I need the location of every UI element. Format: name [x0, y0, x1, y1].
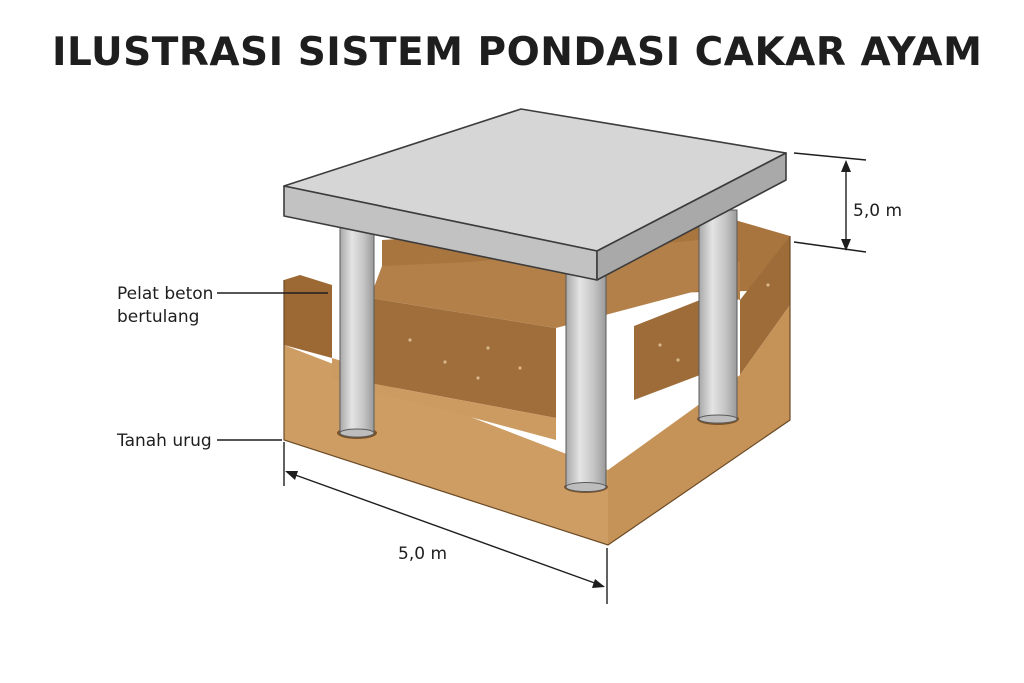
pile-base-front [565, 482, 607, 492]
soil-front-block-right [634, 300, 700, 400]
width-arrow-left [285, 471, 298, 480]
soil-label: Tanah urug [116, 431, 212, 451]
slab-label-line-1: Pelat beton [117, 284, 213, 304]
soil-block [283, 218, 791, 546]
width-dimension [283, 442, 608, 604]
pile-left [339, 227, 375, 434]
pile-front [565, 271, 607, 488]
pile-base-left [339, 428, 375, 438]
page-title: ILUSTRASI SISTEM PONDASI CAKAR AYAM [52, 30, 983, 75]
width-arrow-right [592, 579, 605, 588]
height-dimension [793, 152, 867, 253]
height-extension-top [793, 152, 867, 161]
height-arrow-up [841, 160, 851, 172]
soil-front-step-left [284, 275, 332, 358]
slab-label-line-2: bertulang [117, 307, 199, 327]
soil-lower-front-fill [332, 358, 556, 440]
slab-right-face [596, 152, 787, 281]
soil-middle-block-top [370, 240, 740, 328]
piles [337, 209, 739, 493]
height-dimension-label: 5,0 m [853, 201, 902, 221]
soil-front-block-middle [370, 298, 556, 418]
pile-base-right [698, 414, 738, 424]
height-extension-bottom [793, 241, 867, 253]
width-dimension-line [286, 471, 604, 587]
soil-right-face-upper [740, 236, 790, 375]
soil-right-face-lower [608, 305, 790, 545]
concrete-slab [283, 108, 787, 281]
pile-right [698, 209, 738, 420]
height-arrow-down [841, 239, 851, 251]
width-dimension-label: 5,0 m [398, 544, 447, 564]
soil-speckles [408, 283, 770, 380]
soil-outline [283, 236, 791, 546]
